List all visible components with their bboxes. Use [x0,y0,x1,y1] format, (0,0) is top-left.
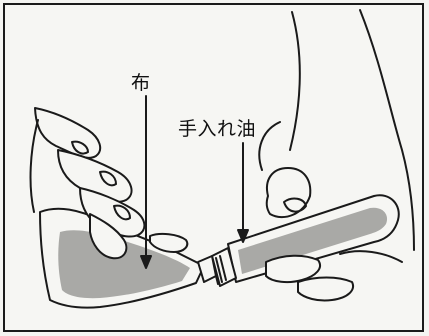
left-nail-3 [113,204,131,221]
label-oil: 手入れ油 [178,118,257,140]
left-hand-finger-3 [79,187,146,238]
right-hand-arm [289,11,301,151]
oil-tube-nozzle [197,255,217,283]
right-hand-curl [258,121,281,171]
left-nail-1 [71,140,89,155]
pointer-cloth-head [140,255,152,269]
label-cloth: 布 [131,72,151,94]
left-hand-thumb [89,213,128,260]
right-hand-thumb-nail [283,197,307,213]
left-hand-thumb-tip [149,232,189,253]
left-hand-wrist [29,119,39,213]
pointer-oil-head [237,229,249,243]
oil-tube-shading [238,207,388,274]
left-hand-finger-2 [57,149,133,203]
left-hand-finger-1 [34,107,102,159]
oil-tube-neck [211,247,237,287]
right-hand-index [265,167,312,219]
cloth-shading [58,230,190,299]
right-hand-back [359,9,415,251]
left-nail-2 [99,170,117,187]
right-hand-lower-finger-2 [297,276,354,302]
right-hand-lower-finger-1 [265,254,321,284]
right-hand-lower-finger-3 [339,250,403,263]
